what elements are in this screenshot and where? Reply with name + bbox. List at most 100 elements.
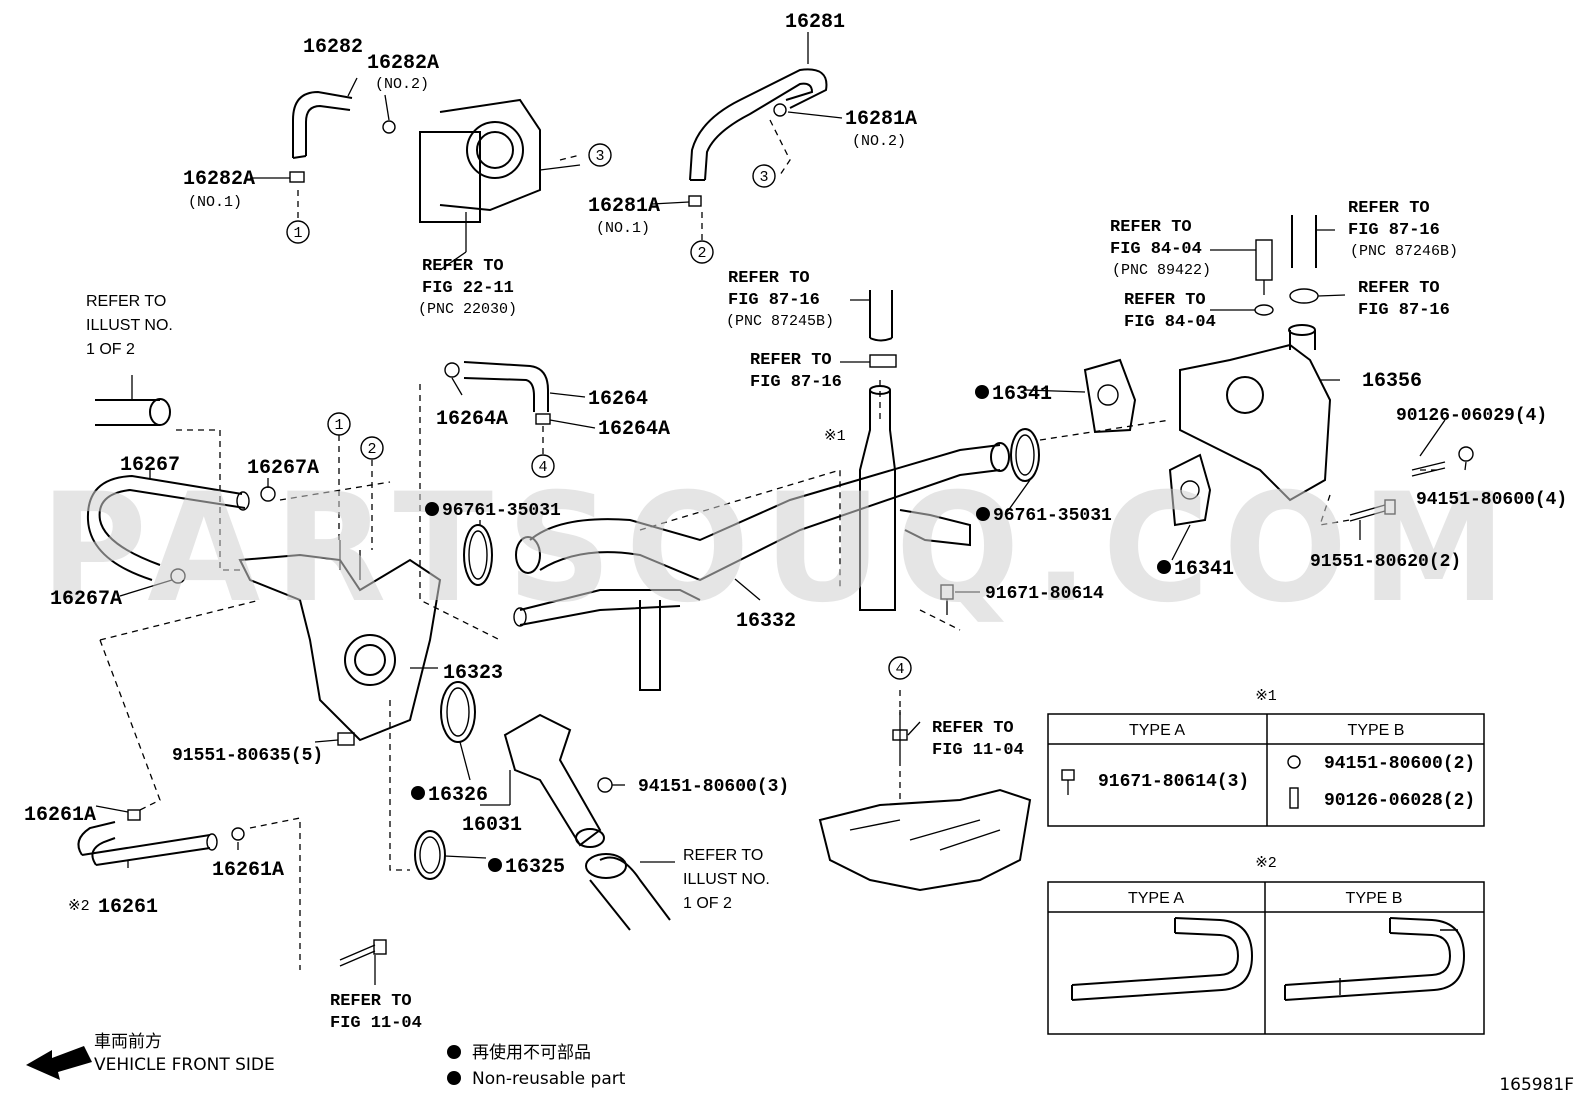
clamp-16261A-a[interactable] (127, 809, 141, 821)
svg-text:16325: 16325 (505, 856, 565, 879)
label-90126-06029: 90126-06029(4) (1396, 406, 1547, 426)
clamp-refer-87-16[interactable] (869, 354, 897, 368)
svg-text:ILLUST NO.: ILLUST NO. (86, 317, 173, 334)
bolt-91551-80635[interactable] (337, 732, 355, 746)
clamp-16282A-top[interactable] (382, 120, 396, 134)
bolt-refer-11-04-lower[interactable] (339, 939, 387, 967)
nut-94151-80600-3[interactable] (597, 777, 613, 793)
table2-hose-type-a (1071, 917, 1254, 1001)
svg-text:FIG 87-16: FIG 87-16 (1348, 221, 1440, 240)
label-96761-b: 96761-35031 (976, 506, 1112, 526)
label-16281: 16281 (785, 11, 845, 34)
circled-3-b: 3 (752, 164, 776, 188)
svg-text:2: 2 (367, 441, 376, 458)
clamp-16261A-b[interactable] (231, 827, 245, 841)
svg-text:16326: 16326 (428, 784, 488, 807)
label-16326: 16326 (411, 784, 488, 807)
bolt-91551-80620[interactable] (1349, 499, 1396, 522)
svg-text:FIG 11-04: FIG 11-04 (330, 1014, 422, 1033)
legend-front-jp: 車両前方 (94, 1032, 162, 1052)
nut-94151-80600[interactable] (1458, 446, 1474, 462)
label-16356: 16356 (1362, 370, 1422, 393)
refer-87-16-b: REFER TO FIG 87-16 (750, 351, 842, 392)
svg-text:FIG 84-04: FIG 84-04 (1124, 313, 1216, 332)
refer-84-04-a: REFER TO FIG 84-04 (PNC 89422) (1110, 218, 1211, 279)
bolt-91671-80614[interactable] (940, 584, 954, 615)
hose-16261[interactable] (77, 821, 218, 866)
clamp-16264A-b[interactable] (535, 413, 551, 425)
refer-87-16-a: REFER TO FIG 87-16 (PNC 87245B) (726, 269, 834, 330)
label-16282: 16282 (303, 36, 363, 59)
svg-text:REFER TO: REFER TO (728, 269, 810, 288)
circled-1-a: 1 (286, 220, 310, 244)
refer-illust-b: REFER TO ILLUST NO. 1 OF 2 (683, 847, 770, 912)
svg-text:FIG 87-16: FIG 87-16 (750, 373, 842, 392)
label-16267A-b: 16267A (50, 588, 122, 611)
svg-text:FIG 87-16: FIG 87-16 (728, 291, 820, 310)
washer-84-04[interactable] (1254, 304, 1274, 316)
svg-text:REFER TO: REFER TO (683, 847, 763, 864)
hose-16264[interactable] (463, 361, 549, 412)
water-outlet-16356[interactable] (1179, 324, 1332, 502)
clamp-16264A-a[interactable] (444, 362, 460, 378)
clamp-87-16-right[interactable] (1289, 288, 1319, 304)
water-pipe-16332[interactable] (513, 442, 1010, 691)
clamp-16282A-left[interactable] (289, 171, 305, 183)
legend: 車両前方 VEHICLE FRONT SIDE 再使用不可部品 Non-reus… (26, 1032, 1574, 1095)
throttle-body[interactable] (419, 98, 581, 223)
gasket-16326[interactable] (440, 681, 476, 743)
svg-text:REFER TO: REFER TO (1348, 199, 1430, 218)
clamp-16281A-right[interactable] (773, 103, 787, 117)
svg-text:REFER TO: REFER TO (1358, 279, 1440, 298)
table1-mark: ※1 (1255, 688, 1277, 705)
label-16282A-top-sub: (NO.2) (375, 76, 429, 93)
label-16264: 16264 (588, 388, 648, 411)
assembly-lines (99, 119, 1440, 970)
circled-refs: 1 3 3 2 1 2 4 4 (286, 143, 912, 680)
circled-2-a: 2 (690, 240, 714, 264)
label-16332: 16332 (736, 610, 796, 633)
stud-90126-06029[interactable] (1411, 461, 1446, 477)
svg-text:REFER TO: REFER TO (422, 257, 504, 276)
hose-stub-87245B[interactable] (869, 290, 893, 342)
label-16325: 16325 (488, 856, 565, 879)
refer-11-04-a: REFER TO FIG 11-04 (932, 719, 1024, 760)
table1-type-a: TYPE A (1129, 722, 1185, 739)
pipe-refer-illust-a[interactable] (95, 398, 171, 426)
gasket-16341-b[interactable] (1168, 453, 1212, 527)
sensor-89422[interactable] (1255, 239, 1273, 295)
gasket-96761-a[interactable] (463, 524, 493, 586)
hose-16267[interactable] (86, 474, 250, 581)
circled-2-b: 2 (360, 436, 384, 460)
gasket-16341-a[interactable] (1083, 358, 1137, 434)
label-16281A-left-sub: (NO.1) (596, 220, 650, 237)
refer-84-04-b: REFER TO FIG 84-04 (1124, 291, 1216, 332)
svg-text:REFER TO: REFER TO (330, 992, 412, 1011)
svg-text:REFER TO: REFER TO (750, 351, 832, 370)
circled-4-b: 4 (888, 656, 912, 680)
engine-block (818, 788, 1032, 892)
hose-16281[interactable] (689, 68, 828, 181)
thermostat-housing-16031[interactable] (503, 713, 605, 848)
gasket-16325[interactable] (414, 830, 446, 880)
water-inlet-housing-16323[interactable] (238, 540, 442, 742)
legend-nonreuse-jp: 再使用不可部品 (447, 1042, 591, 1063)
label-91671-80614: 91671-80614 (985, 584, 1104, 604)
table2-type-b: TYPE B (1346, 890, 1403, 907)
svg-text:1: 1 (334, 417, 343, 434)
clamp-16267A-b[interactable] (170, 568, 186, 584)
refer-22-11: REFER TO FIG 22-11 (PNC 22030) (418, 257, 517, 318)
svg-text:FIG 22-11: FIG 22-11 (422, 279, 514, 298)
svg-text:REFER TO: REFER TO (1124, 291, 1206, 310)
gasket-96761-b[interactable] (1010, 428, 1040, 482)
svg-text:96761-35031: 96761-35031 (442, 501, 561, 521)
refer-87-16-c: REFER TO FIG 87-16 (PNC 87246B) (1348, 199, 1458, 260)
label-16031: 16031 (462, 814, 522, 837)
pipe-refer-illust-b[interactable] (585, 853, 671, 931)
bolt-refer-11-04-upper[interactable] (892, 710, 908, 760)
clamp-16281A-left[interactable] (688, 195, 702, 207)
svg-text:4: 4 (538, 459, 547, 476)
svg-text:FIG 87-16: FIG 87-16 (1358, 301, 1450, 320)
hose-16282[interactable] (292, 90, 353, 159)
hose-stub-87246B[interactable] (1291, 215, 1317, 268)
